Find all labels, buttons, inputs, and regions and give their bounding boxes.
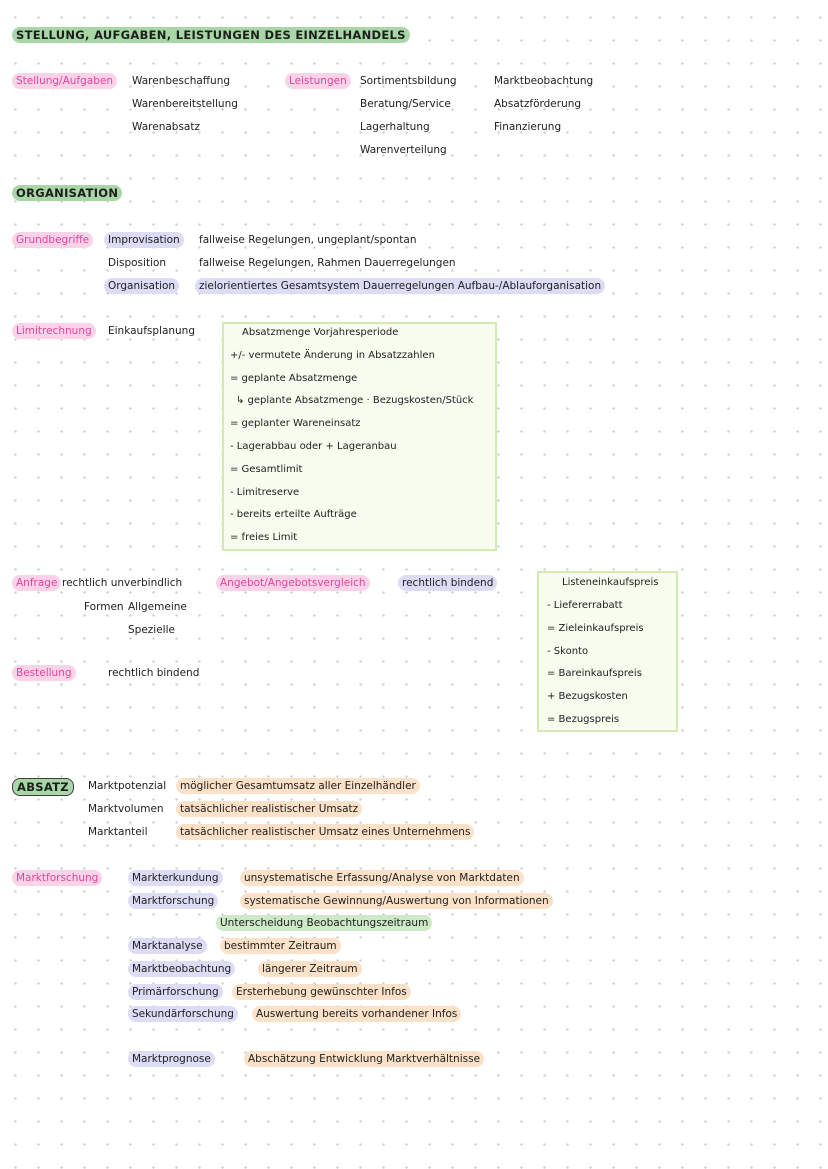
bestellung-label: Bestellung xyxy=(12,665,76,681)
angebot-def: rechtlich bindend xyxy=(398,575,498,591)
leistungen-item: Marktbeobachtung xyxy=(494,75,594,87)
organisation-title: ORGANISATION xyxy=(12,185,123,201)
absatz-term: Marktvolumen xyxy=(88,803,164,815)
mf-term: Marktforschung xyxy=(128,893,219,909)
marktforschung-label: Marktforschung xyxy=(12,870,103,886)
mf-term: Marktanalyse xyxy=(128,938,207,954)
preis-line: Listeneinkaufspreis xyxy=(562,577,659,588)
preis-box xyxy=(537,571,678,732)
mf-def: bestimmter Zeitraum xyxy=(220,938,341,954)
formen-label: Formen xyxy=(84,601,124,613)
mf-def: Ersterhebung gewünschter Infos xyxy=(232,984,411,1000)
leistungen-item: Finanzierung xyxy=(494,121,562,133)
preis-line: = Zieleinkaufspreis xyxy=(547,623,644,634)
limit-line: - Limitreserve xyxy=(230,487,300,498)
formen-item: Spezielle xyxy=(128,624,175,636)
stellung-item: Warenbereitstellung xyxy=(132,98,238,110)
term-organisation: Organisation xyxy=(104,278,180,294)
anfrage-def: rechtlich unverbindlich xyxy=(62,577,183,589)
absatz-term: Marktanteil xyxy=(88,826,148,838)
einkaufsplanung-label: Einkaufsplanung xyxy=(108,325,196,337)
preis-line: = Bareinkaufspreis xyxy=(547,668,642,679)
limit-line: = geplanter Wareneinsatz xyxy=(230,418,361,429)
limit-line: ↳ geplante Absatzmenge · Bezugskosten/St… xyxy=(236,395,474,406)
mf-term: Markterkundung xyxy=(128,870,223,886)
limit-line: - bereits erteilte Aufträge xyxy=(230,509,357,520)
mf-def: Auswertung bereits vorhandener Infos xyxy=(252,1006,462,1022)
def-disposition: fallweise Regelungen, Rahmen Dauerregelu… xyxy=(199,257,456,269)
absatz-def: tatsächlicher realistischer Umsatz xyxy=(176,801,363,817)
absatz-term: Marktpotenzial xyxy=(88,780,167,792)
limit-line: Absatzmenge Vorjahresperiode xyxy=(242,327,399,338)
mf-term: Sekundärforschung xyxy=(128,1006,238,1022)
leistungen-label: Leistungen xyxy=(285,73,351,89)
limit-line: +/- vermutete Änderung in Absatzzahlen xyxy=(230,350,435,361)
unterscheidung-note: Unterscheidung Beobachtungszeitraum xyxy=(216,915,433,931)
preis-line: - Skonto xyxy=(547,646,589,657)
preis-line: + Bezugskosten xyxy=(547,691,628,702)
mf-term: Marktbeobachtung xyxy=(128,961,236,977)
leistungen-item: Warenverteilung xyxy=(360,144,447,156)
angebot-label: Angebot/Angebotsvergleich xyxy=(216,575,370,591)
leistungen-item: Absatzförderung xyxy=(494,98,582,110)
limit-line: = Gesamtlimit xyxy=(230,464,303,475)
absatz-title: ABSATZ xyxy=(12,778,74,796)
limit-box xyxy=(222,322,497,551)
absatz-def: möglicher Gesamtumsatz aller Einzelhändl… xyxy=(176,778,420,794)
mf-def: längerer Zeitraum xyxy=(258,961,362,977)
grundbegriffe-label: Grundbegriffe xyxy=(12,232,94,248)
mf-def: unsystematische Erfassung/Analyse von Ma… xyxy=(240,870,524,886)
absatz-def: tatsächlicher realistischer Umsatz eines… xyxy=(176,824,475,840)
anfrage-label: Anfrage xyxy=(12,575,62,591)
limit-line: - Lagerabbau oder + Lageranbau xyxy=(230,441,397,452)
mf-def: systematische Gewinnung/Auswertung von I… xyxy=(240,893,553,909)
leistungen-item: Lagerhaltung xyxy=(360,121,430,133)
stellung-label: Stellung/Aufgaben xyxy=(12,73,118,89)
mf-term: Primärforschung xyxy=(128,984,223,1000)
formen-item: Allgemeine xyxy=(128,601,187,613)
limit-line: = geplante Absatzmenge xyxy=(230,373,358,384)
page-title: STELLUNG, AUFGABEN, LEISTUNGEN DES EINZE… xyxy=(12,27,410,43)
leistungen-item: Sortimentsbildung xyxy=(360,75,457,87)
def-improvisation: fallweise Regelungen, ungeplant/spontan xyxy=(199,234,417,246)
preis-line: = Bezugspreis xyxy=(547,714,620,725)
preis-line: - Liefererrabatt xyxy=(547,600,623,611)
limit-line: = freies Limit xyxy=(230,532,298,543)
mf-term: Marktprognose xyxy=(128,1051,215,1067)
def-organisation: zielorientiertes Gesamtsystem Dauerregel… xyxy=(195,278,606,294)
stellung-item: Warenbeschaffung xyxy=(132,75,231,87)
bestellung-def: rechtlich bindend xyxy=(108,667,200,679)
leistungen-item: Beratung/Service xyxy=(360,98,451,110)
term-improvisation: Improvisation xyxy=(104,232,184,248)
stellung-item: Warenabsatz xyxy=(132,121,200,133)
mf-def: Abschätzung Entwicklung Marktverhältniss… xyxy=(244,1051,485,1067)
term-disposition: Disposition xyxy=(108,257,167,269)
limitrechnung-label: Limitrechnung xyxy=(12,323,96,339)
